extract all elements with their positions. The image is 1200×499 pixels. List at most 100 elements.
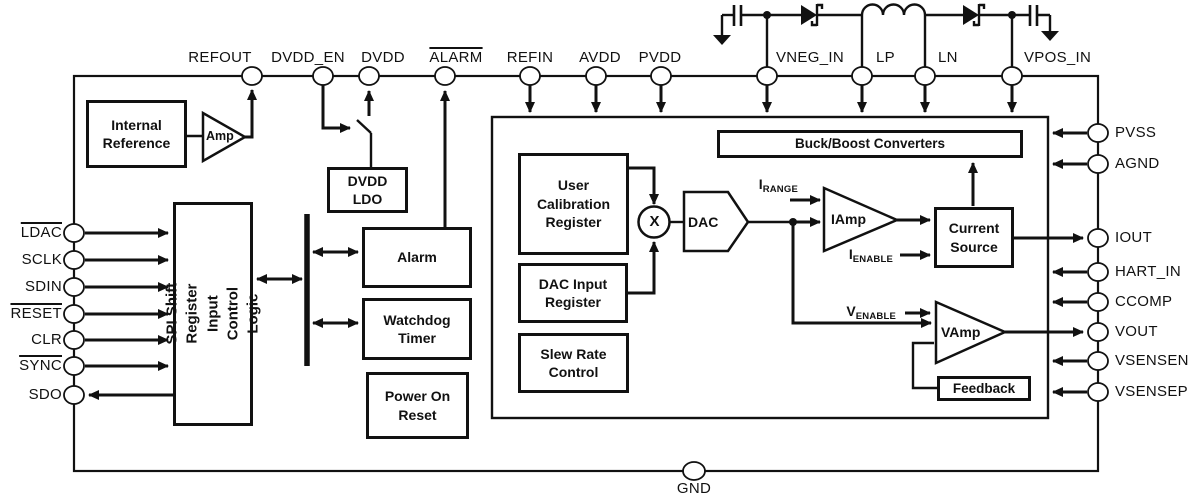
pin-circle-avdd <box>585 66 607 86</box>
vamp-triangle <box>934 300 1009 365</box>
multiplier-circle <box>637 205 671 239</box>
pin-circle-sync <box>63 356 85 376</box>
pin-circle-gnd <box>682 461 706 481</box>
signal-wires <box>85 85 1087 400</box>
dac-input-register-block: DAC Input Register <box>518 263 628 323</box>
pin-circle-ccomp <box>1087 292 1109 312</box>
feedback-loop-wire <box>911 341 938 390</box>
pin-circle-pvdd <box>650 66 672 86</box>
pin-label-ccomp: CCOMP <box>1115 293 1173 310</box>
analog-core-boundary <box>490 115 1050 420</box>
pin-label-alarm: ALARM <box>429 49 483 66</box>
amp-to-refout <box>243 89 257 139</box>
ground-icon-left <box>713 35 731 45</box>
power-on-reset-block: Power On Reset <box>366 372 469 439</box>
ground-icon-right <box>1041 31 1059 41</box>
pin-label-gnd: GND <box>676 480 712 497</box>
pin-label-sync: SYNC <box>19 357 62 374</box>
calibration-to-multiplier <box>628 166 659 205</box>
pin-label-refout: REFOUT <box>188 49 252 66</box>
pin-circle-alarm <box>434 66 456 86</box>
pin-circle-agnd <box>1087 154 1109 174</box>
pin-label-ldac: LDAC <box>20 224 62 241</box>
junction-dot <box>1008 11 1016 19</box>
pin-circle-vsensep <box>1087 382 1109 402</box>
amplifier-shapes <box>201 110 1009 365</box>
pin-label-dvdd: DVDD <box>361 49 405 66</box>
dvdden-to-switch <box>321 85 351 133</box>
diode-icon-right <box>963 5 979 25</box>
plain-wires <box>186 119 938 390</box>
pin-label-sdo: SDO <box>28 386 62 403</box>
capacitor-icon-right <box>1028 5 1039 26</box>
pin-circle-iout <box>1087 228 1109 248</box>
diode-icon-left <box>801 5 817 25</box>
pin-circle-ln <box>914 66 936 86</box>
dacreg-to-multiplier <box>627 241 659 295</box>
amp-label: Amp <box>206 129 234 143</box>
irange-label: IRANGE <box>758 176 798 195</box>
pin-label-avdd: AVDD <box>579 49 621 66</box>
dvdd-ldo-block: DVDD LDO <box>327 167 408 213</box>
pin-label-clr: CLR <box>31 331 62 348</box>
iamp-triangle <box>822 186 901 253</box>
pin-circle-ldac <box>63 223 85 243</box>
ienable-label: IENABLE <box>848 246 893 265</box>
pin-circle-vout <box>1087 322 1109 342</box>
pin-circle-pvss <box>1087 123 1109 143</box>
pin-label-ln: LN <box>938 49 958 66</box>
pin-label-reset: RESET <box>10 305 62 322</box>
pin-circle-refout <box>241 66 263 86</box>
pin-circle-hartin <box>1087 262 1109 282</box>
pin-label-iout: IOUT <box>1115 229 1153 246</box>
pin-circle-sclk <box>63 250 85 270</box>
venable-label: VENABLE <box>846 303 896 322</box>
pin-label-vneg-in: VNEG_IN <box>776 49 844 66</box>
pin-circle-clr <box>63 330 85 350</box>
external-components <box>713 3 1059 67</box>
buck-boost-block: Buck/Boost Converters <box>717 130 1023 158</box>
spi-control-logic-block: SPI Shift Register Input Control Logic <box>163 202 261 426</box>
pin-label-pvss: PVSS <box>1115 124 1157 141</box>
pin-circle-lp <box>851 66 873 86</box>
pin-label-hart-in: HART_IN <box>1115 263 1182 280</box>
current-source-block: Current Source <box>934 207 1014 268</box>
pin-label-refin: REFIN <box>506 49 554 66</box>
pin-circle-reset <box>63 304 85 324</box>
pin-label-vsensep: VSENSEP <box>1115 383 1188 400</box>
vamp-label: VAmp <box>941 324 981 340</box>
capacitor-icon-left <box>732 5 743 26</box>
pin-circle-dvdd <box>358 66 380 86</box>
pin-label-vpos-in: VPOS_IN <box>1024 49 1092 66</box>
pin-label-vout: VOUT <box>1115 323 1158 340</box>
dac-label: DAC <box>688 214 719 230</box>
slew-rate-control-block: Slew Rate Control <box>518 333 629 393</box>
pin-label-pvdd: PVDD <box>638 49 682 66</box>
pin-circle-sdo <box>63 385 85 405</box>
pin-circles <box>63 66 1109 481</box>
user-calibration-register-block: User Calibration Register <box>518 153 629 255</box>
pin-circle-vposin <box>1001 66 1023 86</box>
pin-label-agnd: AGND <box>1115 155 1160 172</box>
pin-label-sclk: SCLK <box>21 251 62 268</box>
amp-triangle <box>201 110 248 164</box>
dac-shape <box>682 190 750 253</box>
pin-circle-sdin <box>63 277 85 297</box>
switch-blade <box>356 119 372 134</box>
feedback-block: Feedback <box>937 376 1031 401</box>
pin-circle-refin <box>519 66 541 86</box>
watchdog-timer-block: Watchdog Timer <box>362 298 472 360</box>
multiplier-label: X <box>649 213 660 230</box>
pin-label-lp: LP <box>876 49 895 66</box>
dac-to-vamp <box>791 222 932 328</box>
internal-reference-block: Internal Reference <box>86 100 187 168</box>
inductor-icon <box>860 3 927 16</box>
spi-control-logic-label: SPI Shift Register Input Control Logic <box>163 283 262 345</box>
pin-circle-vnegin <box>756 66 778 86</box>
iamp-label: IAmp <box>831 211 866 227</box>
pin-label-sdin: SDIN <box>24 278 62 295</box>
alarm-block: Alarm <box>362 227 472 288</box>
pin-label-dvdd-en: DVDD_EN <box>271 49 345 66</box>
